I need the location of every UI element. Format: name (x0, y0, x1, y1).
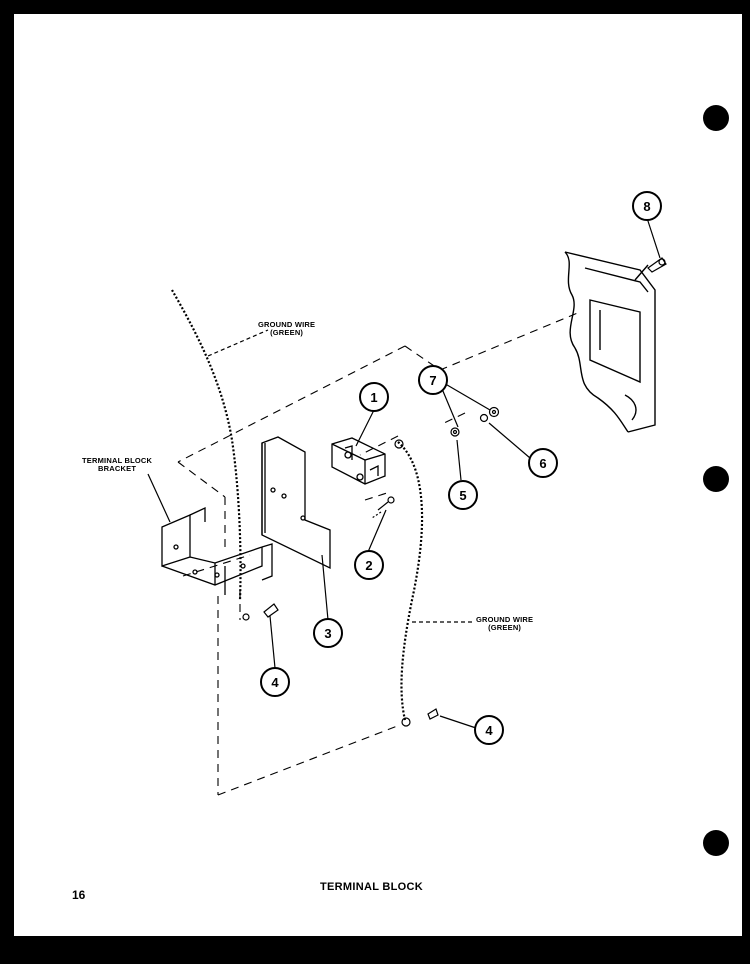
callout-3: 3 (313, 618, 343, 648)
binder-hole-middle (703, 466, 729, 492)
leader-8 (646, 217, 661, 259)
callout-6: 6 (528, 448, 558, 478)
label-ground-wire-lower-line1: GROUND WIRE (476, 615, 534, 624)
callout-4-lower: 4 (474, 715, 504, 745)
screw-4-lower (427, 708, 439, 720)
screw-2 (371, 496, 395, 519)
leader-terminal-block-bracket (147, 473, 171, 523)
leader-6 (488, 422, 531, 459)
cabinet-wall (564, 251, 656, 433)
callout-8: 8 (632, 191, 662, 221)
binder-hole-top (703, 105, 729, 131)
leader-5 (456, 439, 462, 481)
wire-terminal-ring-lower (401, 717, 411, 727)
terminal-block-1 (331, 437, 386, 485)
callout-2: 2 (354, 550, 384, 580)
ground-wire-upper (171, 289, 242, 601)
label-terminal-block-bracket-line2: BRACKET (98, 463, 137, 473)
leader-4-lower (439, 715, 477, 729)
screw-4-left (242, 603, 279, 621)
nut-5 (450, 427, 460, 437)
label-ground-wire-lower: GROUND WIRE (GREEN) (476, 616, 533, 632)
binder-hole-bottom (703, 830, 729, 856)
callout-7: 7 (418, 365, 448, 395)
leader-2 (367, 509, 387, 553)
terminal-block-bracket (161, 506, 273, 595)
label-ground-wire-lower-line2: (GREEN) (488, 622, 522, 632)
label-ground-wire-upper-line1: GROUND WIRE (258, 320, 316, 329)
wire-terminal-ring-upper (394, 439, 404, 449)
mounting-dash-outline (177, 311, 581, 796)
leader-1 (355, 409, 375, 447)
page-number: 16 (72, 888, 86, 902)
callout-4-left: 4 (260, 667, 290, 697)
callout-1: 1 (359, 382, 389, 412)
leader-4-left (269, 615, 276, 669)
label-terminal-block-bracket: TERMINAL BLOCK BRACKET (82, 457, 152, 473)
mounting-plate-3 (261, 436, 331, 570)
ground-wire-lower (397, 441, 424, 721)
label-ground-wire-upper: GROUND WIRE (GREEN) (258, 321, 315, 337)
lockwasher-6 (479, 406, 500, 423)
screw-8 (647, 257, 667, 273)
leader-3 (321, 554, 329, 621)
label-terminal-block-bracket-line1: TERMINAL BLOCK (82, 456, 153, 465)
leader-ground-wire-upper (207, 329, 269, 357)
callout-5: 5 (448, 480, 478, 510)
page-title: TERMINAL BLOCK (320, 881, 423, 893)
leader-7b (441, 381, 491, 411)
label-ground-wire-upper-line2: (GREEN) (270, 327, 304, 337)
